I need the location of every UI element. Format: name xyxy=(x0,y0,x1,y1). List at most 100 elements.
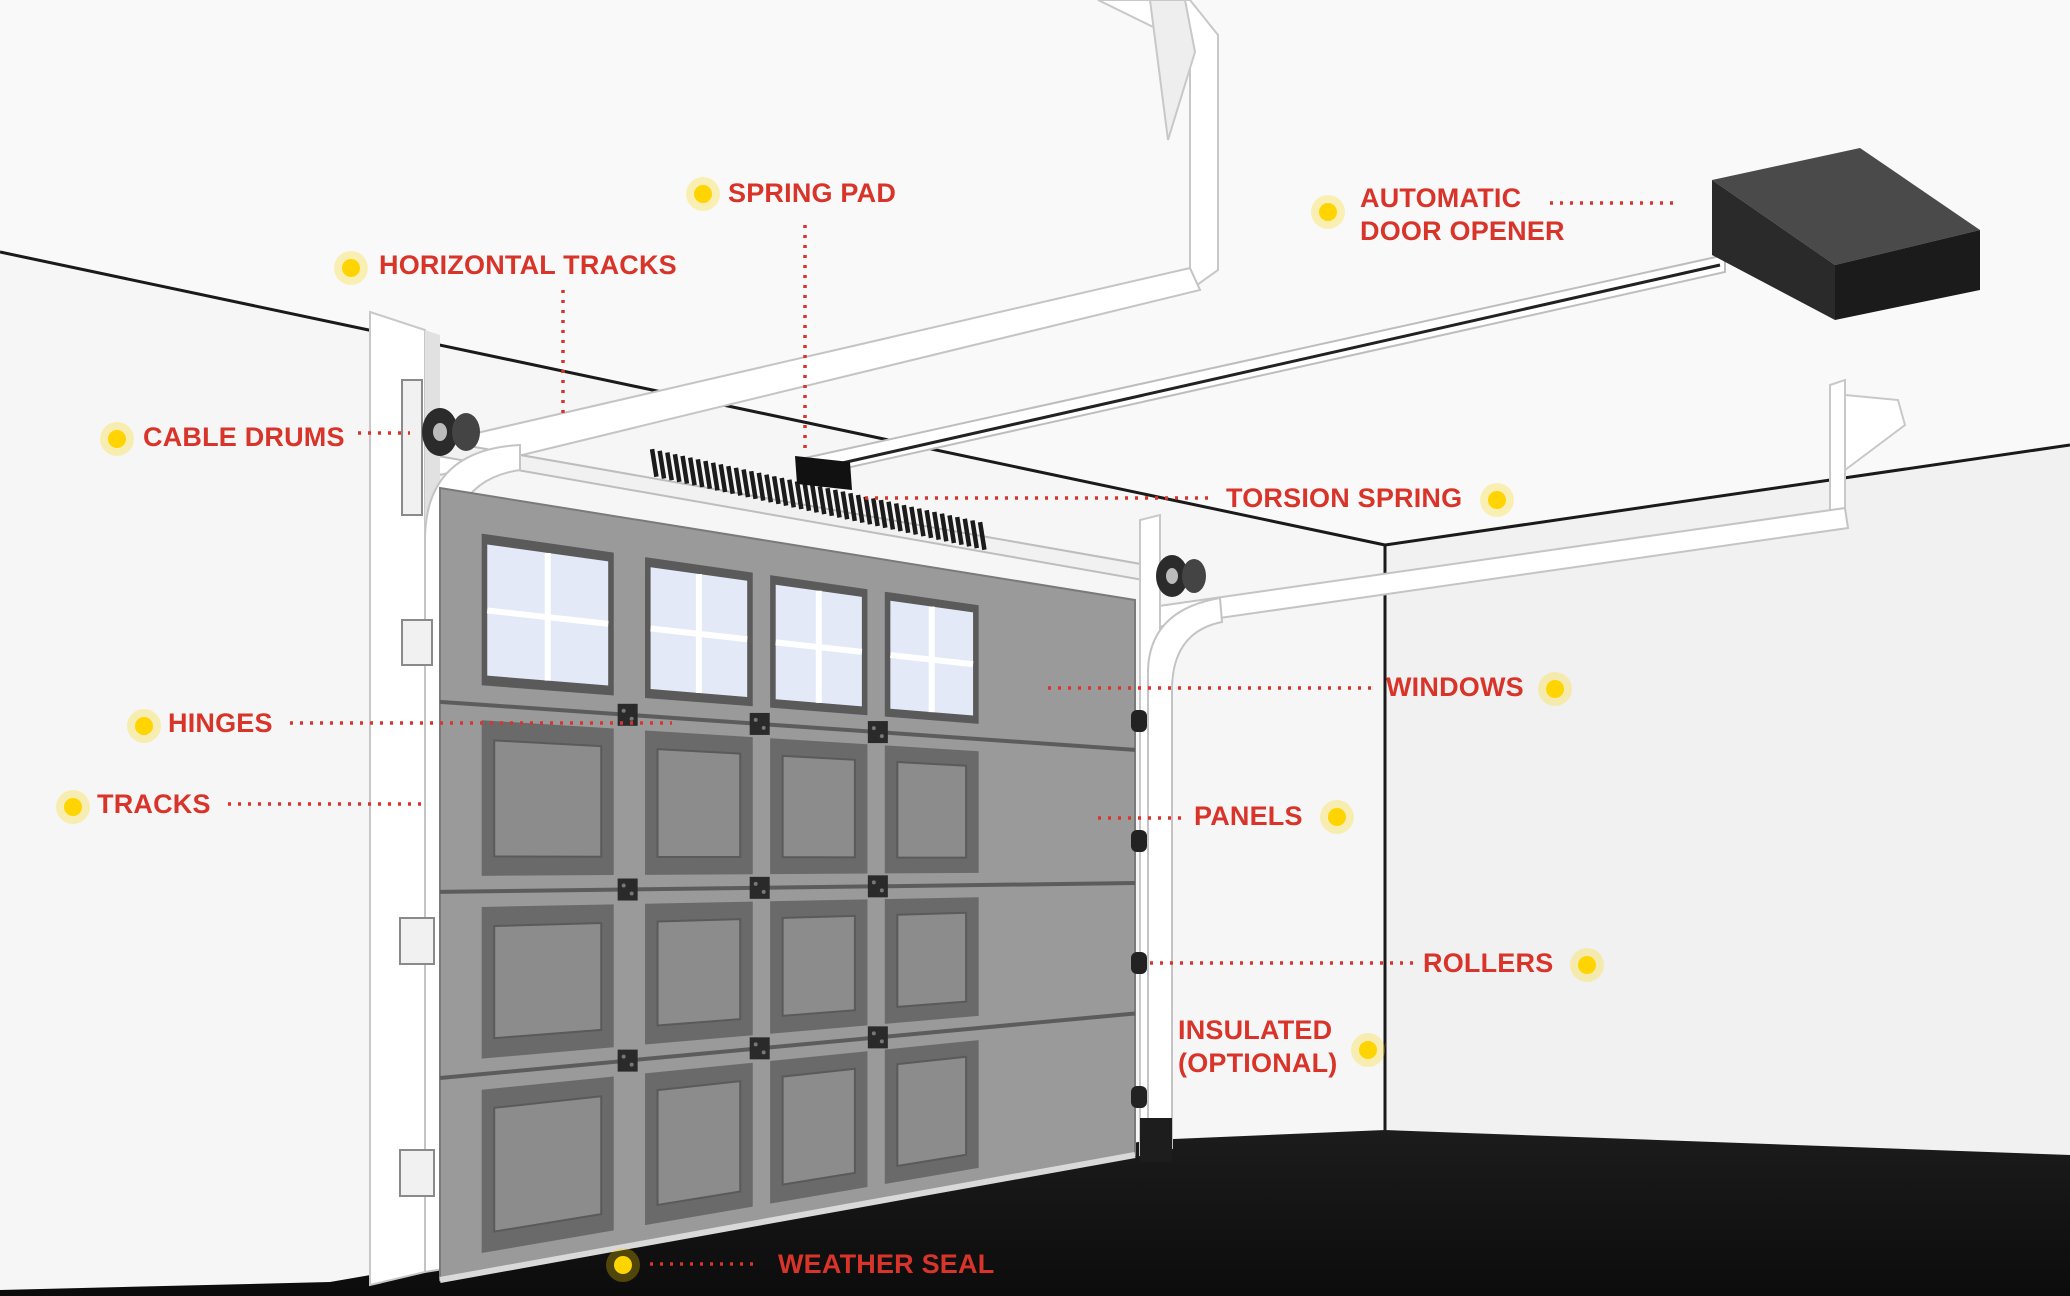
hinge-screw xyxy=(621,1054,626,1059)
panel-inset-inner xyxy=(493,1095,603,1233)
hinge-screw xyxy=(753,881,758,886)
marker-panels xyxy=(1320,800,1354,834)
spring-coil xyxy=(810,484,819,513)
hinge-screw xyxy=(871,880,876,885)
spring-coil xyxy=(871,498,880,527)
spring-coil xyxy=(787,479,796,508)
spring-coil xyxy=(695,458,705,488)
spring-coil xyxy=(764,474,774,503)
label-tracks: TRACKS xyxy=(97,789,211,819)
marker-cable-drums xyxy=(100,422,134,456)
marker-insulated xyxy=(1351,1033,1385,1067)
label-cable-drums: CABLE DRUMS xyxy=(143,422,345,452)
spring-coil xyxy=(794,481,804,510)
hinge-screw xyxy=(629,716,634,721)
hinge xyxy=(749,876,770,899)
hinge xyxy=(867,721,888,744)
ceiling-bracket-left-brace xyxy=(1148,0,1197,141)
spring-coil xyxy=(741,469,751,498)
label-automatic-door-opener: AUTOMATIC DOOR OPENER xyxy=(1360,182,1565,248)
hinge-screw xyxy=(879,888,884,893)
spring-coil xyxy=(802,482,812,512)
hinge-screw xyxy=(629,891,634,896)
window-muntin xyxy=(890,652,974,668)
ceiling-bracket-right xyxy=(1829,378,1846,530)
spring-coil xyxy=(863,496,873,525)
marker-torsion-spring xyxy=(1480,483,1514,517)
marker-weather-seal xyxy=(606,1248,640,1282)
spring-coil xyxy=(680,455,690,484)
marker-hinges xyxy=(127,709,161,743)
marker-rollers xyxy=(1570,948,1604,982)
panel-inset-inner xyxy=(656,918,742,1027)
hinge-screw xyxy=(629,1062,634,1067)
spring-coil xyxy=(954,516,964,546)
panel-inset-inner xyxy=(656,748,742,859)
opener-front xyxy=(1712,180,1835,320)
panel-inset-inner xyxy=(493,739,603,858)
hinge-screw xyxy=(761,725,766,730)
spring-coil xyxy=(878,499,888,529)
hinge-screw xyxy=(753,717,758,722)
window-muntin xyxy=(775,639,863,655)
spring-coil xyxy=(726,465,735,495)
label-windows: WINDOWS xyxy=(1386,672,1524,702)
spring-coil xyxy=(939,513,949,542)
marker-spring-pad xyxy=(686,177,720,211)
marker-windows xyxy=(1538,672,1572,706)
panel-inset-inner xyxy=(781,754,856,859)
spring-coil xyxy=(977,521,987,551)
spring-coil xyxy=(970,520,980,549)
opener-side xyxy=(1835,230,1980,320)
window-muntin xyxy=(486,607,609,627)
spring-coil xyxy=(703,460,713,490)
label-opener-line-1: AUTOMATIC xyxy=(1360,183,1522,213)
spring-coil xyxy=(825,487,835,517)
label-horizontal-tracks: HORIZONTAL TRACKS xyxy=(379,250,677,280)
spring-coil xyxy=(718,464,728,493)
spring-pad xyxy=(795,456,852,490)
spring-coil xyxy=(710,462,720,491)
hinge xyxy=(867,1026,888,1049)
spring-coil xyxy=(687,457,697,486)
label-rollers: ROLLERS xyxy=(1423,948,1554,978)
hinge-screw xyxy=(753,1042,758,1047)
label-insulated: INSULATED (OPTIONAL) xyxy=(1178,1014,1337,1080)
spring-coil xyxy=(947,514,957,544)
spring-coil xyxy=(733,467,743,496)
label-hinges: HINGES xyxy=(168,708,273,738)
hinge-screw xyxy=(871,1031,876,1036)
bracket-plate xyxy=(401,619,433,666)
spring-coil xyxy=(779,477,789,507)
right-wall xyxy=(1385,445,2070,1155)
spring-coil xyxy=(855,494,865,523)
panel-inset-inner xyxy=(781,1067,856,1186)
spring-coil xyxy=(886,501,896,530)
spring-coil xyxy=(893,503,903,532)
spring-coil xyxy=(817,486,827,515)
panel-inset-inner xyxy=(656,1080,742,1207)
jamb-brackets xyxy=(399,379,435,1197)
hinge xyxy=(749,1037,770,1060)
marker-opener xyxy=(1311,195,1345,229)
bracket-plate xyxy=(401,379,423,516)
marker-tracks xyxy=(56,790,90,824)
ceiling-bracket-right-brace xyxy=(1844,393,1907,472)
curved-track-right xyxy=(1147,596,1224,1152)
bracket-plate xyxy=(399,1149,435,1197)
window-muntin xyxy=(650,625,748,643)
section-joint xyxy=(439,1011,1136,1081)
hinge-screw xyxy=(879,734,884,739)
spring-coil xyxy=(924,509,934,539)
spring-coil xyxy=(932,511,941,540)
cable-drum-left xyxy=(422,408,480,456)
section-joint xyxy=(439,699,1136,752)
panel-inset-inner xyxy=(896,911,968,1009)
spring-coil xyxy=(672,453,682,483)
spring-coil xyxy=(657,450,667,479)
ceiling xyxy=(0,0,2070,545)
garage-door xyxy=(439,486,1136,1283)
panel-inset-inner xyxy=(781,914,856,1017)
label-torsion-spring: TORSION SPRING xyxy=(1226,483,1463,513)
